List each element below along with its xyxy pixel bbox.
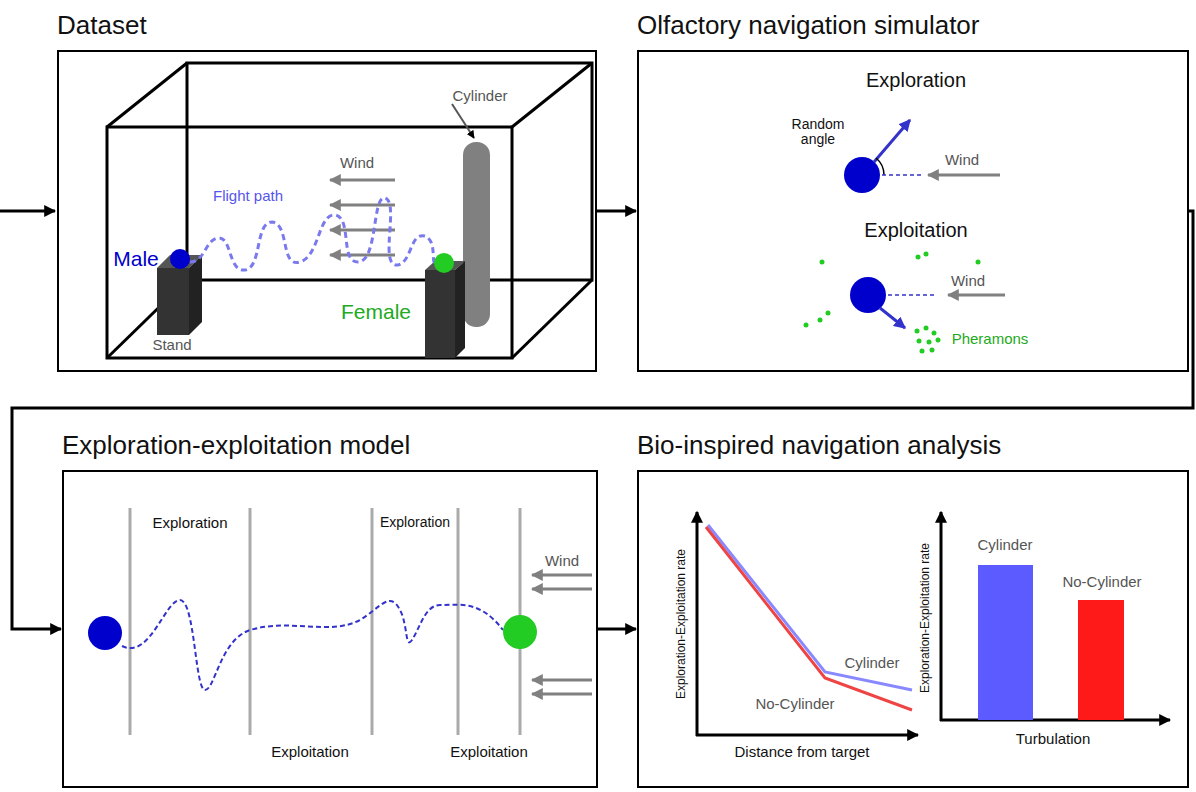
axis-label: Exploration-Exploitation rate (675, 549, 688, 699)
simulator-panel: Olfactory navigation simulator (637, 50, 1189, 372)
wind-label: Wind (945, 152, 979, 169)
phase-label: Exploitation (864, 219, 967, 241)
trajectory (122, 600, 503, 690)
flow-arrow (12, 211, 1193, 629)
series-label: Cylinder (844, 655, 899, 672)
wind-label: Wind (951, 273, 985, 290)
stand-label: Stand (152, 337, 191, 354)
male-label: Male (113, 247, 159, 270)
phase-label: Exploitation (271, 744, 349, 761)
model-panel: Exploration-exploitation model (62, 470, 598, 788)
wind-tunnel (107, 63, 592, 358)
male-moth (88, 616, 122, 650)
phase-label: Exploration (866, 69, 966, 91)
analysis-panel: Bio-inspired navigation analysis (637, 470, 1189, 788)
no-cylinder-line (706, 527, 912, 710)
panel-heading: Dataset (57, 10, 147, 41)
series-label: No-Cylinder (1062, 574, 1141, 591)
no-cylinder-bar (1078, 600, 1124, 720)
phase-label: Exploration (151, 515, 228, 532)
flow-arrow (598, 628, 636, 631)
chart-axes (696, 512, 1170, 736)
panel-heading: Olfactory navigation simulator (637, 10, 979, 41)
heading-arrow (874, 120, 910, 162)
female-stand (425, 261, 465, 358)
angle-arc (876, 158, 884, 175)
phase-boundaries (130, 508, 520, 735)
male-moth (170, 249, 190, 269)
series-label: No-Cylinder (755, 696, 834, 713)
cylinder (463, 142, 490, 327)
dataset-panel: Dataset (57, 50, 597, 372)
leader-line (452, 104, 474, 138)
entry-arrow (0, 210, 55, 213)
cylinder-label: Cylinder (452, 88, 507, 105)
female-moth (503, 615, 537, 649)
phase-label: Exploration (379, 515, 451, 530)
wind-arrow (928, 174, 1000, 177)
axis-label: Exploration-Exploitation rate (919, 543, 932, 693)
wind-label: Wind (340, 155, 374, 172)
flight-path-label: Flight path (213, 188, 283, 205)
phase-label: Exploitation (450, 744, 528, 761)
wind-axis (888, 294, 935, 296)
pheromone-label: Pheramons (952, 331, 1029, 348)
wind-arrow (948, 294, 1005, 297)
series-label: Cylinder (977, 537, 1032, 554)
wind-arrows (532, 575, 592, 694)
axis-label: Distance from target (734, 744, 869, 761)
cylinder-line (708, 525, 912, 690)
heading-arrow (880, 308, 905, 328)
panel-heading: Bio-inspired navigation analysis (637, 430, 1001, 461)
flight-path (190, 198, 436, 270)
angle-label: Random angle (788, 117, 848, 148)
panel-heading: Exploration-exploitation model (62, 430, 410, 461)
cylinder-bar (978, 565, 1033, 720)
wind-label: Wind (545, 553, 579, 570)
female-moth (434, 253, 454, 273)
female-label: Female (341, 300, 411, 323)
flow-arrow (597, 210, 636, 213)
wind-axis (882, 174, 922, 176)
axis-label: Turbulation (1016, 731, 1091, 748)
